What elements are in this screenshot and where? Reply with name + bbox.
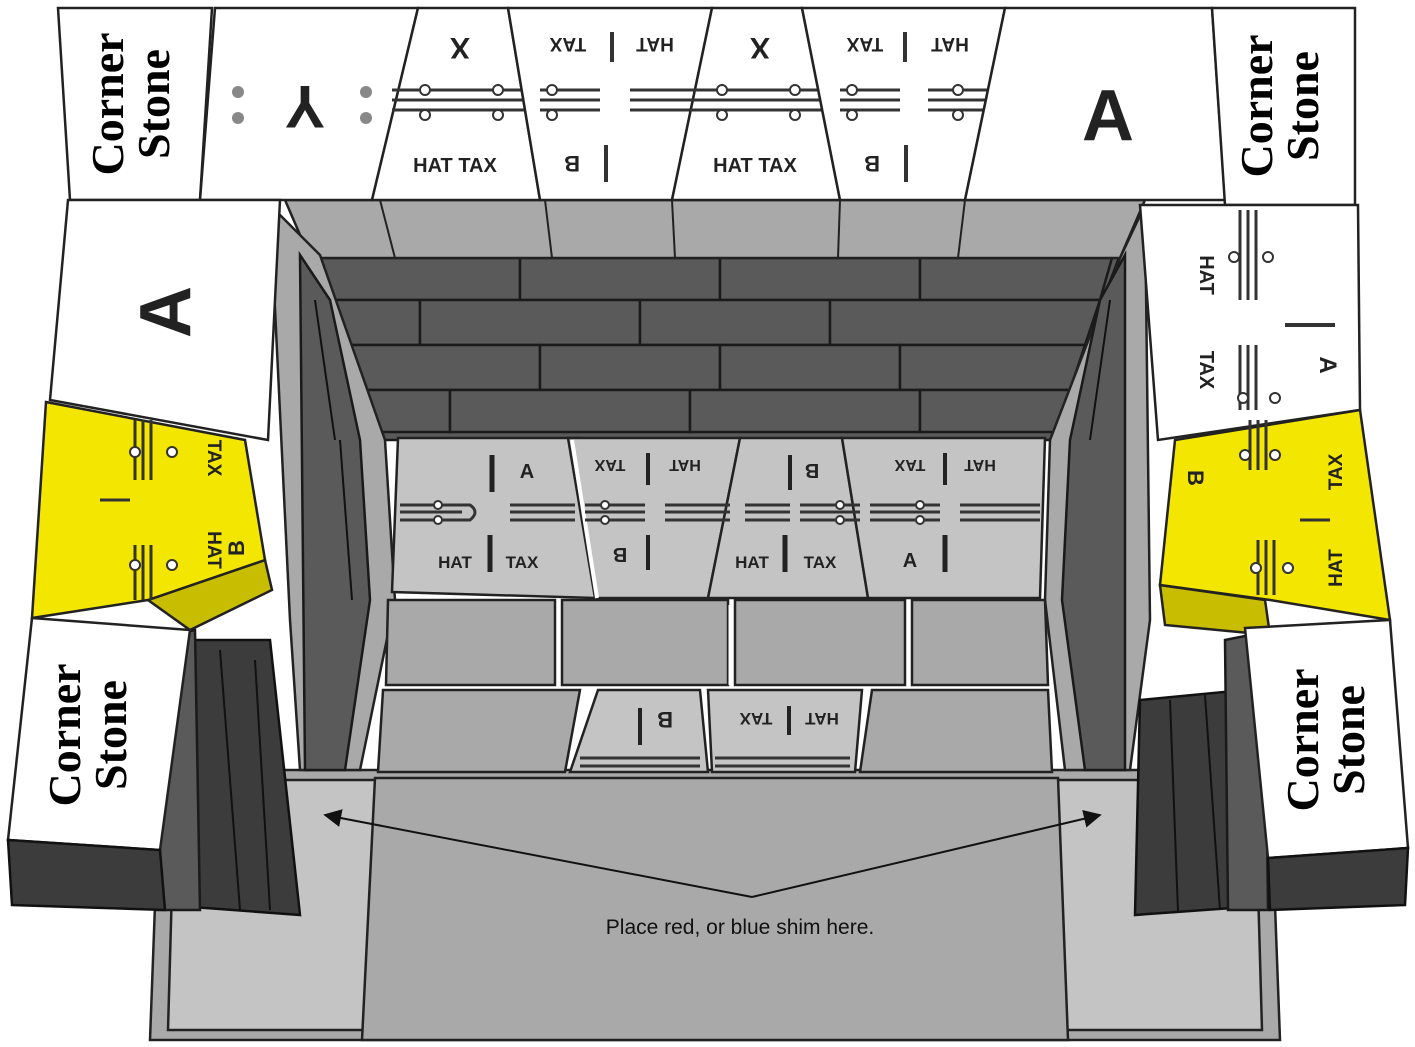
tile4-hat: HAT bbox=[964, 456, 996, 473]
yellow-block-right: HAT TAX B bbox=[1158, 408, 1392, 637]
yellow-left-hat: HAT bbox=[203, 531, 224, 569]
floor-hat-label: HAT bbox=[805, 709, 839, 728]
cap2-tax: TAX bbox=[549, 33, 586, 54]
tile3-letter-b: B bbox=[805, 459, 819, 481]
tile2-letter-b: B bbox=[613, 543, 627, 565]
cap1-hat-tax: HAT TAX bbox=[413, 155, 497, 177]
cap3-letter-x: X bbox=[750, 31, 770, 64]
cap2-hat: HAT bbox=[636, 33, 674, 54]
corner-stone-top-right: Corner Stone bbox=[1210, 6, 1357, 207]
floor-tax-label: TAX bbox=[739, 709, 772, 728]
brand-stone-text: Stone bbox=[85, 680, 136, 790]
corner-stone-top-left: Corner Stone bbox=[56, 6, 214, 202]
cap-a-top-letter: A bbox=[1082, 76, 1134, 156]
brand-corner-text: Corner bbox=[39, 663, 90, 806]
brand-stone-text: Stone bbox=[1277, 51, 1328, 161]
back-wall bbox=[308, 253, 1122, 442]
tile1-letter-a: A bbox=[520, 461, 534, 483]
tile3-hat: HAT bbox=[735, 553, 769, 572]
cap-tax-hat-4: TAX HAT B bbox=[800, 6, 1007, 202]
shim-caption: Place red, or blue shim here. bbox=[606, 916, 874, 939]
brand-stone-text: Stone bbox=[128, 49, 179, 159]
cap1-letter-x: X bbox=[450, 31, 470, 64]
cap4-hat: HAT bbox=[931, 33, 969, 54]
cap-y-letter: Y bbox=[285, 73, 325, 140]
tile2-hat: HAT bbox=[669, 456, 701, 473]
left-cap-column: A TAX HAT B Corner Stone bbox=[6, 198, 282, 912]
corner-stone-bottom-right: Corner Stone bbox=[1223, 618, 1410, 912]
firebox-floor: B TAX HAT bbox=[376, 598, 1054, 774]
hearth-center-slab bbox=[360, 776, 1070, 1042]
cap4-letter-b: B bbox=[864, 151, 880, 176]
yellow-right-letter-b: B bbox=[1183, 470, 1208, 486]
shim-annotation: Place red, or blue shim here. bbox=[323, 809, 1102, 939]
yellow-left-tax: TAX bbox=[203, 440, 224, 477]
top-wall-faces bbox=[283, 198, 1147, 260]
cap4-tax: TAX bbox=[846, 33, 883, 54]
cap3-hat-tax: HAT TAX bbox=[713, 155, 797, 177]
tile4-letter-a: A bbox=[903, 550, 917, 572]
floor-letter-b: B bbox=[657, 707, 673, 732]
hearth-base bbox=[148, 768, 1282, 1042]
yellow-left-letter-b: B bbox=[224, 540, 249, 556]
tile1-hat: HAT bbox=[438, 553, 472, 572]
brand-corner-text: Corner bbox=[82, 32, 133, 175]
cap-letter-a-top: A bbox=[963, 6, 1227, 202]
cap-a-left-letter: A bbox=[126, 286, 206, 338]
cap-right-hat-tax: HAT TAX A bbox=[1138, 203, 1362, 442]
corner-stone-bottom-left: Corner Stone bbox=[6, 616, 202, 912]
cap-letter-a-left: A bbox=[48, 198, 282, 442]
tile3-tax: TAX bbox=[804, 553, 837, 572]
right-cap-tax: TAX bbox=[1195, 351, 1217, 390]
cap-hat-tax-3: X HAT TAX bbox=[670, 6, 842, 202]
brand-corner-text: Corner bbox=[1277, 668, 1328, 811]
cap2-letter-b: B bbox=[564, 151, 580, 176]
right-cap-column: HAT TAX A HAT TAX B bbox=[1138, 203, 1410, 912]
yellow-right-tax: TAX bbox=[1326, 453, 1347, 490]
brand-corner-text: Corner bbox=[1231, 34, 1282, 177]
yellow-block-left: TAX HAT B bbox=[30, 400, 274, 632]
tile1-tax: TAX bbox=[506, 553, 539, 572]
right-cap-letter-a: A bbox=[1314, 356, 1341, 373]
arrow-left bbox=[323, 809, 753, 898]
arrow-right bbox=[751, 809, 1102, 898]
brand-stone-text: Stone bbox=[1323, 685, 1374, 795]
tile2-tax: TAX bbox=[594, 456, 625, 473]
tile4-tax: TAX bbox=[894, 456, 925, 473]
yellow-right-hat: HAT bbox=[1326, 549, 1347, 587]
top-cap-row: Corner Stone Y X HAT TAX TAX HAT bbox=[56, 6, 1357, 207]
floor-marked-tiles: A HAT TAX TAX HAT B B HAT TAX TAX HAT A bbox=[390, 436, 1047, 600]
right-cap-hat: HAT bbox=[1195, 255, 1217, 295]
